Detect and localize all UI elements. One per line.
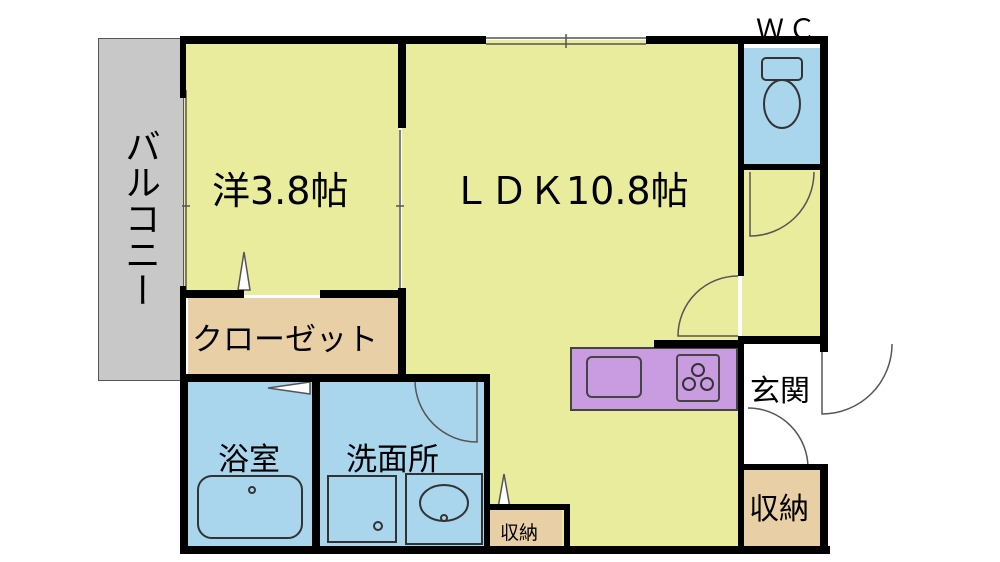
wash-basin-icon (405, 473, 483, 545)
stove-icon (676, 354, 720, 402)
wall-bath-wash (312, 378, 320, 548)
wall-wash-right (484, 374, 490, 550)
storage-entrance (744, 470, 820, 548)
wall-left-mid (180, 286, 186, 380)
wall-closet-top-b (320, 290, 404, 298)
wall-entrance-top (738, 336, 828, 344)
western-room (184, 40, 399, 295)
wall-kitchen-top (654, 340, 740, 348)
wall-storage-right (564, 504, 570, 550)
bathtub-icon (197, 475, 303, 539)
wall-hall-left (738, 168, 744, 276)
wall-western-right-low (398, 288, 406, 378)
western-room-label: 洋3.8帖 (212, 169, 349, 213)
wall-storage-top (484, 504, 570, 510)
wall-right-lower (820, 464, 828, 554)
ldk-label: ＬＤＫ10.8帖 (452, 169, 689, 213)
wall-left-upper (180, 36, 186, 98)
washroom (320, 380, 486, 548)
kitchen-sink (586, 356, 642, 398)
wc-room (744, 48, 820, 164)
storage-entrance-label: 収納 (749, 492, 809, 527)
entrance (744, 344, 820, 464)
closet (188, 298, 398, 376)
balcony-area (98, 38, 184, 381)
wall-entrance-left (738, 336, 744, 550)
wall-storage2-top (740, 464, 828, 470)
bathroom-label: 浴室 (218, 442, 280, 478)
closet-label: クローゼット (192, 322, 378, 358)
wall-left-lower (180, 376, 188, 554)
wall-top (182, 36, 486, 44)
washing-machine-space (327, 475, 397, 543)
storage-small-label: 収納 (500, 522, 539, 544)
entrance-label: 玄関 (750, 374, 810, 409)
wall-top-right (646, 36, 826, 44)
washroom-label: 洗面所 (346, 442, 439, 478)
wall-wc-bottom (738, 164, 828, 170)
ldk-room-left-lower (398, 295, 488, 375)
wall-bottom (180, 546, 830, 554)
wall-wc-left (738, 40, 744, 170)
balcony-label: バルコニー (119, 128, 160, 308)
toilet-icon (761, 57, 803, 129)
wall-right (820, 36, 828, 352)
wall-western-right (398, 36, 406, 128)
wall-closet-top (180, 290, 244, 298)
storage-small (490, 508, 562, 550)
hallway (742, 168, 820, 340)
bathroom (186, 380, 316, 548)
wall-closet-bottom (180, 374, 490, 382)
